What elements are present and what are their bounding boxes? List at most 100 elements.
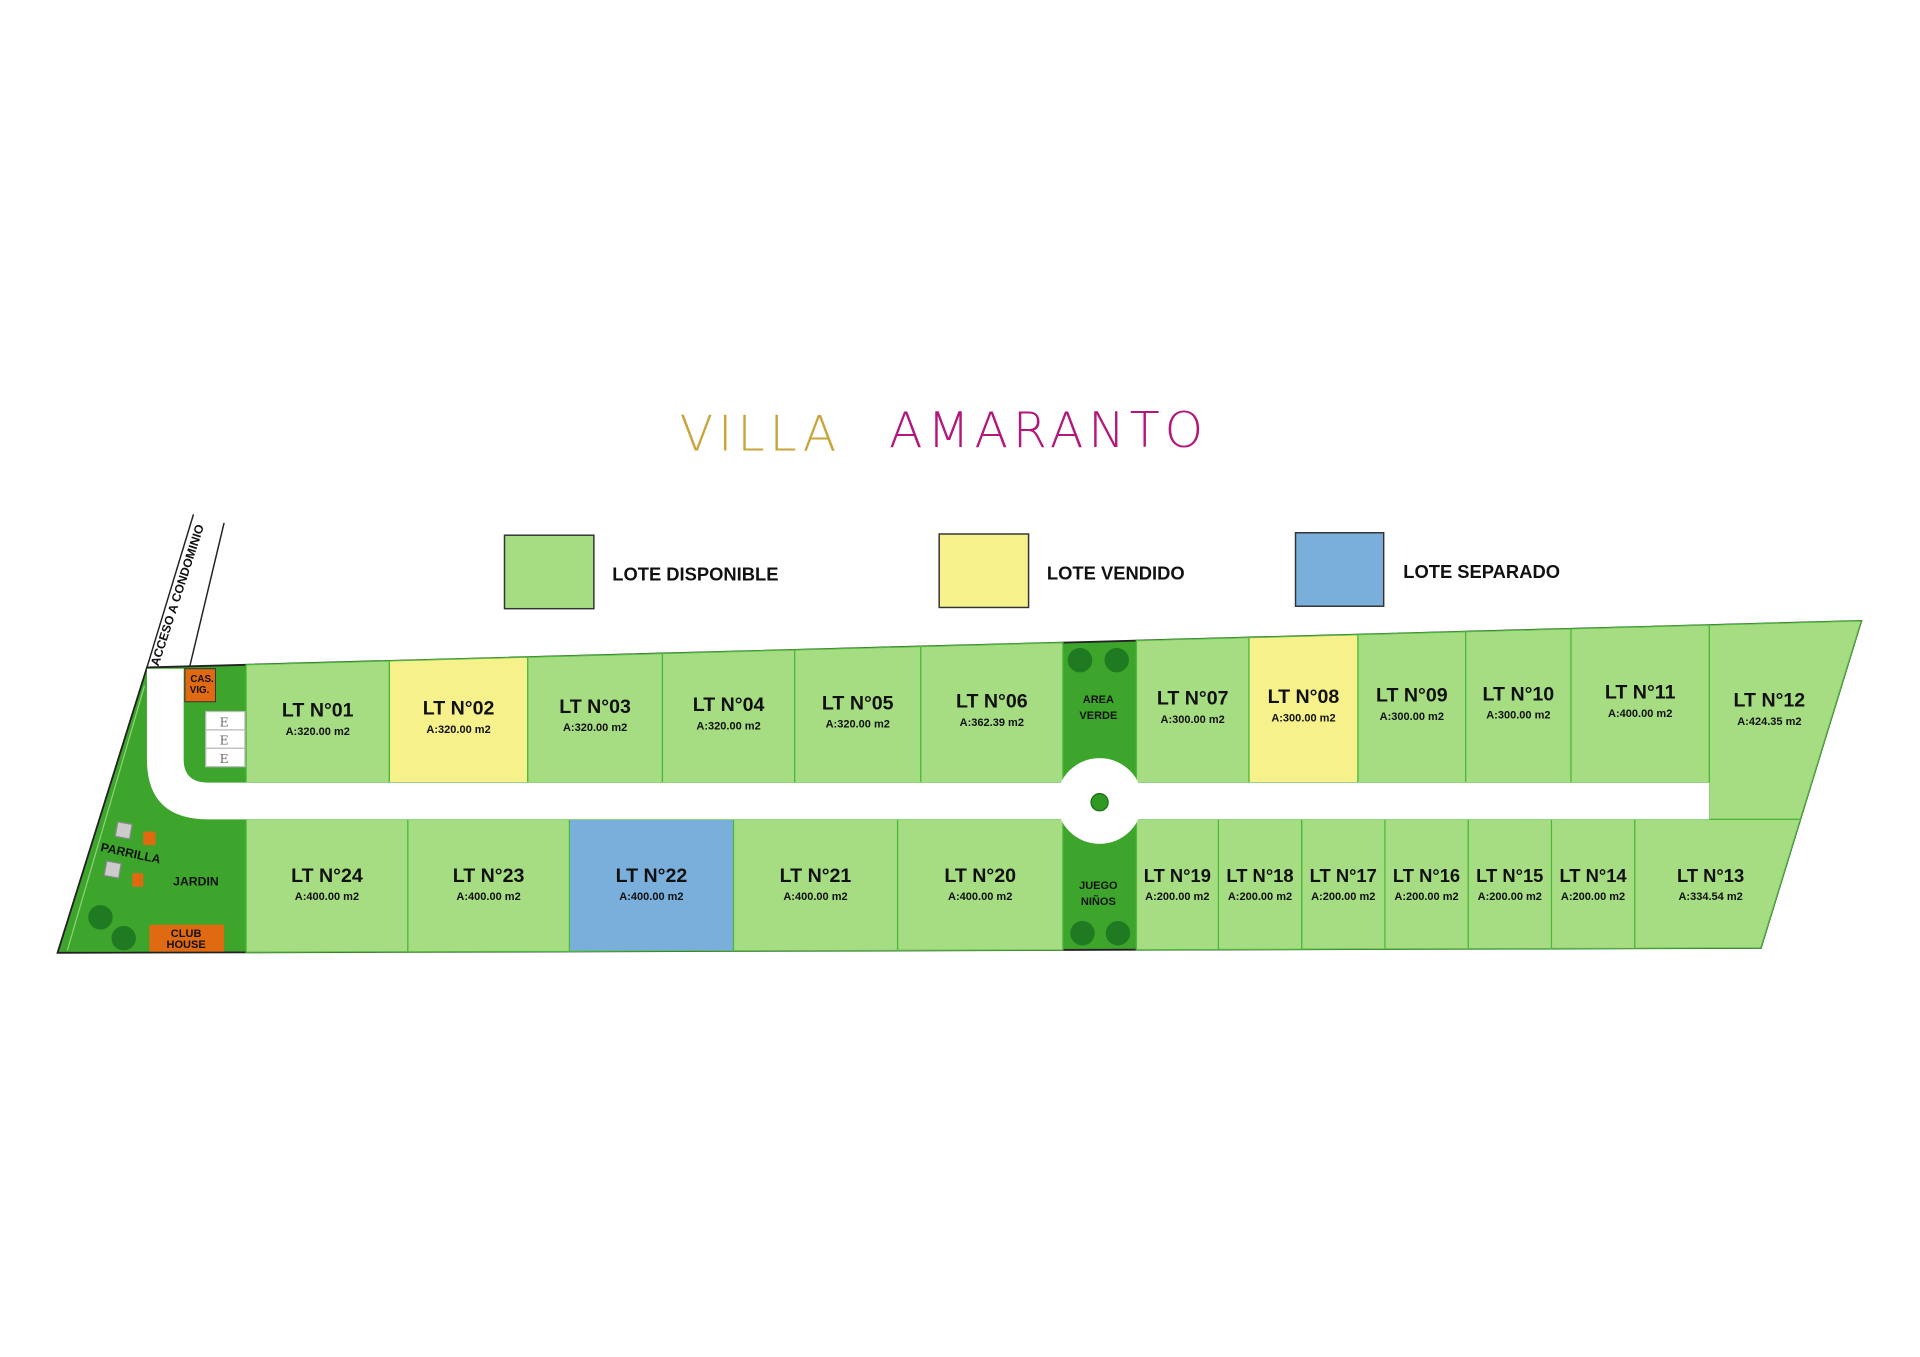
lot-shape[interactable]	[1465, 628, 1572, 784]
lot-area: A:400.00 m2	[1608, 708, 1672, 720]
internal-road	[146, 668, 1710, 820]
lot-area: A:362.39 m2	[960, 717, 1024, 729]
lot-07[interactable]: LT N°07A:300.00 m2	[1135, 636, 1250, 784]
legend-swatch-sold	[938, 533, 1030, 609]
lot-area: A:300.00 m2	[1486, 710, 1550, 722]
guard-house	[184, 668, 216, 703]
lot-12[interactable]: LT N°12A:424.35 m2	[1708, 620, 1863, 820]
roundabout-center	[1090, 793, 1109, 812]
lot-shape[interactable]	[1570, 624, 1710, 784]
lot-02[interactable]: LT N°02A:320.00 m2	[388, 656, 529, 784]
garden-label: JARDIN	[173, 874, 219, 888]
legend-label-available: LOTE DISPONIBLE	[612, 564, 778, 585]
lot-01[interactable]: LT N°01A:320.00 m2	[245, 660, 390, 784]
lot-area: A:320.00 m2	[286, 726, 350, 738]
lot-13[interactable]: LT N°13A:334.54 m2	[1634, 818, 1802, 949]
lot-09[interactable]: LT N°09A:300.00 m2	[1357, 631, 1467, 784]
lot-shape[interactable]	[1357, 631, 1467, 784]
lot-area: A:400.00 m2	[948, 891, 1012, 903]
lot-name: LT N°18	[1226, 865, 1293, 886]
grill-icon	[103, 860, 122, 879]
tree-icon	[1105, 920, 1131, 946]
club-house	[149, 924, 225, 952]
lot-area: A:334.54 m2	[1678, 891, 1742, 903]
lot-name: LT N°20	[944, 865, 1016, 887]
lot-24[interactable]: LT N°24A:400.00 m2	[245, 818, 409, 953]
lot-shape[interactable]	[661, 649, 796, 784]
lot-area: A:424.35 m2	[1737, 716, 1801, 728]
lot-20[interactable]: LT N°20A:400.00 m2	[896, 818, 1064, 952]
lot-name: LT N°12	[1734, 690, 1806, 712]
parking-mark: E	[220, 752, 229, 766]
lot-area: A:400.00 m2	[456, 891, 520, 903]
lot-shape[interactable]	[794, 645, 922, 784]
lot-21[interactable]: LT N°21A:400.00 m2	[732, 818, 899, 952]
lot-area: A:320.00 m2	[426, 724, 490, 736]
tree-icon	[111, 925, 136, 951]
lot-name: LT N°14	[1559, 865, 1627, 886]
lot-name: LT N°19	[1144, 865, 1211, 886]
parking-mark: E	[220, 715, 229, 729]
lot-10[interactable]: LT N°10A:300.00 m2	[1465, 628, 1572, 784]
access-road-label: ACCESO A CONDOMINIO	[148, 523, 207, 668]
tree-icon	[88, 905, 113, 930]
access-road-edge-right	[189, 522, 225, 667]
lot-06[interactable]: LT N°06A:362.39 m2	[920, 641, 1064, 784]
lot-area: A:200.00 m2	[1394, 891, 1458, 903]
lot-name: LT N°15	[1476, 865, 1543, 886]
grill-table-icon	[143, 831, 156, 846]
lot-area: A:400.00 m2	[619, 891, 683, 903]
playground-label: JUEGO	[1079, 880, 1118, 892]
playground-label-2: NIÑOS	[1081, 895, 1116, 908]
lot-16[interactable]: LT N°16A:200.00 m2	[1384, 818, 1469, 950]
lot-name: LT N°11	[1605, 682, 1676, 704]
lot-shape[interactable]	[388, 656, 529, 784]
lot-name: LT N°21	[780, 865, 852, 887]
grill-table-icon	[132, 873, 144, 887]
lot-shape[interactable]	[1135, 636, 1250, 784]
lot-08[interactable]: LT N°08A:300.00 m2	[1248, 633, 1359, 784]
legend-label-sold: LOTE VENDIDO	[1047, 562, 1185, 583]
tree-icon	[1070, 920, 1095, 946]
lot-18[interactable]: LT N°18A:200.00 m2	[1217, 818, 1303, 951]
lot-15[interactable]: LT N°15A:200.00 m2	[1467, 818, 1553, 950]
lot-shape[interactable]	[920, 641, 1064, 784]
legend-label-reserved: LOTE SEPARADO	[1403, 561, 1560, 582]
lot-19[interactable]: LT N°19A:200.00 m2	[1135, 818, 1219, 951]
lot-shape[interactable]	[245, 660, 390, 784]
lot-area: A:200.00 m2	[1145, 891, 1209, 903]
club-house-label: CLUB	[171, 928, 202, 940]
parking-mark: E	[220, 734, 229, 748]
lot-04[interactable]: LT N°04A:320.00 m2	[661, 649, 796, 784]
lot-11[interactable]: LT N°11A:400.00 m2	[1570, 624, 1710, 784]
lot-area: A:200.00 m2	[1228, 891, 1292, 903]
lot-14[interactable]: LT N°14A:200.00 m2	[1550, 818, 1636, 950]
parking-spots: E E E	[205, 710, 246, 768]
lot-name: LT N°05	[822, 692, 894, 714]
lot-name: LT N°03	[559, 696, 631, 718]
title-amaranto: AMARANTO	[889, 402, 1208, 459]
lot-name: LT N°08	[1268, 686, 1340, 708]
lot-area: A:400.00 m2	[783, 891, 847, 903]
lot-23[interactable]: LT N°23A:400.00 m2	[407, 818, 570, 953]
lot-05[interactable]: LT N°05A:320.00 m2	[794, 645, 922, 784]
legend-swatch-available	[503, 534, 595, 610]
lot-area: A:320.00 m2	[826, 719, 890, 731]
lot-name: LT N°01	[282, 700, 354, 722]
lot-name: LT N°13	[1677, 865, 1744, 886]
lot-shape[interactable]	[1248, 633, 1359, 784]
lot-name: LT N°23	[453, 865, 525, 887]
lot-name: LT N°16	[1393, 865, 1460, 886]
lot-22[interactable]: LT N°22A:400.00 m2	[568, 818, 735, 952]
lot-area: A:300.00 m2	[1161, 714, 1225, 726]
parking-spot	[205, 747, 246, 768]
lot-name: LT N°07	[1157, 688, 1229, 710]
lot-03[interactable]: LT N°03A:320.00 m2	[527, 652, 664, 784]
access-road-edge-left	[146, 514, 195, 668]
grill-icon	[114, 821, 133, 840]
lot-area: A:400.00 m2	[295, 891, 359, 903]
lot-shape[interactable]	[527, 652, 664, 784]
lot-area: A:200.00 m2	[1561, 891, 1625, 903]
legend-swatch-reserved	[1294, 532, 1385, 607]
lot-17[interactable]: LT N°17A:200.00 m2	[1301, 818, 1386, 950]
